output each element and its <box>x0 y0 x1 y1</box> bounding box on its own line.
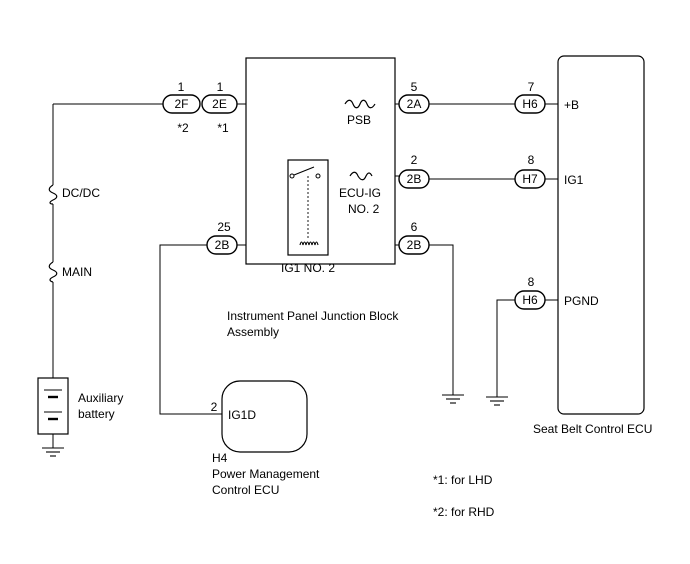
fuse-psb-label: PSB <box>347 113 371 127</box>
connector-2E-pin: 1 <box>217 80 224 94</box>
power-management-ecu-terminal: IG1D <box>228 408 256 422</box>
fuse-dcdc-label: DC/DC <box>62 186 100 200</box>
power-management-ecu-code: H4 <box>212 451 228 465</box>
connector-2F: 2F <box>162 94 201 114</box>
connector-2A-pin: 5 <box>411 80 418 94</box>
seat-belt-ecu-terminal-ig1: IG1 <box>564 173 584 187</box>
wire-2B-6-to-ground <box>429 244 454 395</box>
connector-2B-ig-pin: 2 <box>411 153 418 167</box>
svg-text:2B: 2B <box>407 238 422 252</box>
svg-text:H7: H7 <box>522 172 538 186</box>
fuse-dcdc-icon <box>48 184 58 205</box>
wire-2B-25-to-ig1d <box>159 244 222 415</box>
wire-H6-pgnd-to-ground <box>496 299 515 397</box>
relay-outline <box>287 159 329 256</box>
relay-contact-right <box>315 173 321 179</box>
connector-2B-coil-in-pin: 25 <box>217 220 231 234</box>
power-management-ecu-box <box>221 380 308 453</box>
relay-coil <box>299 241 319 246</box>
svg-text:2B: 2B <box>215 238 230 252</box>
seat-belt-ecu-label: Seat Belt Control ECU <box>533 422 652 436</box>
connector-2B-coil-out: 2B <box>398 235 430 255</box>
fuse-ecu-ig-label-2: NO. 2 <box>348 202 380 216</box>
seat-belt-ecu-terminal-pgnd: PGND <box>564 294 599 308</box>
power-management-ecu-label-2: Control ECU <box>212 483 279 497</box>
connector-2E-note: *1 <box>217 121 229 135</box>
battery-label-2: battery <box>78 407 115 421</box>
connector-2F-note: *2 <box>177 121 189 135</box>
svg-text:H6: H6 <box>522 293 538 307</box>
svg-text:2F: 2F <box>174 97 188 111</box>
ground-icon <box>442 394 464 404</box>
junction-block-label-2: Assembly <box>227 325 279 339</box>
connector-2B-coil-out-pin: 6 <box>411 220 418 234</box>
fuse-psb-icon <box>344 99 376 109</box>
connector-H7: H7 <box>514 169 546 189</box>
connector-H7-pin: 8 <box>528 153 535 167</box>
svg-text:2B: 2B <box>407 172 422 186</box>
fuse-ecu-ig-label-1: ECU-IG <box>339 186 381 200</box>
battery-icon <box>37 377 69 435</box>
connector-H6-pgnd: H6 <box>514 290 546 310</box>
seat-belt-ecu-terminal-b: +B <box>564 98 579 112</box>
junction-block-label-1: Instrument Panel Junction Block <box>227 309 399 323</box>
ground-icon <box>42 447 64 457</box>
power-management-ecu-pin: 2 <box>211 400 218 414</box>
relay-ig1-no2 <box>287 159 329 256</box>
connector-2E: 2E <box>201 94 238 114</box>
connector-H6-b-pin: 7 <box>528 80 535 94</box>
note-rhd: *2: for RHD <box>433 505 495 519</box>
note-lhd: *1: for LHD <box>433 473 493 487</box>
connector-2A: 2A <box>398 94 430 114</box>
fuse-ecu-ig-icon <box>349 171 373 181</box>
ground-icon <box>486 396 508 406</box>
svg-text:2A: 2A <box>407 97 422 111</box>
relay-switch-arm <box>293 166 315 176</box>
fuse-main-icon <box>48 261 58 283</box>
connector-2B-coil-in: 2B <box>206 235 238 255</box>
power-management-ecu-label-1: Power Management <box>212 467 320 481</box>
connector-2B-ig: 2B <box>398 169 430 189</box>
battery-label-1: Auxiliary <box>78 391 123 405</box>
fuse-main-label: MAIN <box>62 265 92 279</box>
svg-text:2E: 2E <box>212 97 227 111</box>
seat-belt-ecu-box <box>557 55 645 415</box>
relay-label: IG1 NO. 2 <box>281 261 335 275</box>
relay-contact-left <box>289 173 295 179</box>
connector-H6-pgnd-pin: 8 <box>528 275 535 289</box>
connector-H6-b: H6 <box>514 94 546 114</box>
svg-text:H6: H6 <box>522 97 538 111</box>
connector-2F-pin: 1 <box>178 80 185 94</box>
junction-block-box <box>245 57 396 265</box>
